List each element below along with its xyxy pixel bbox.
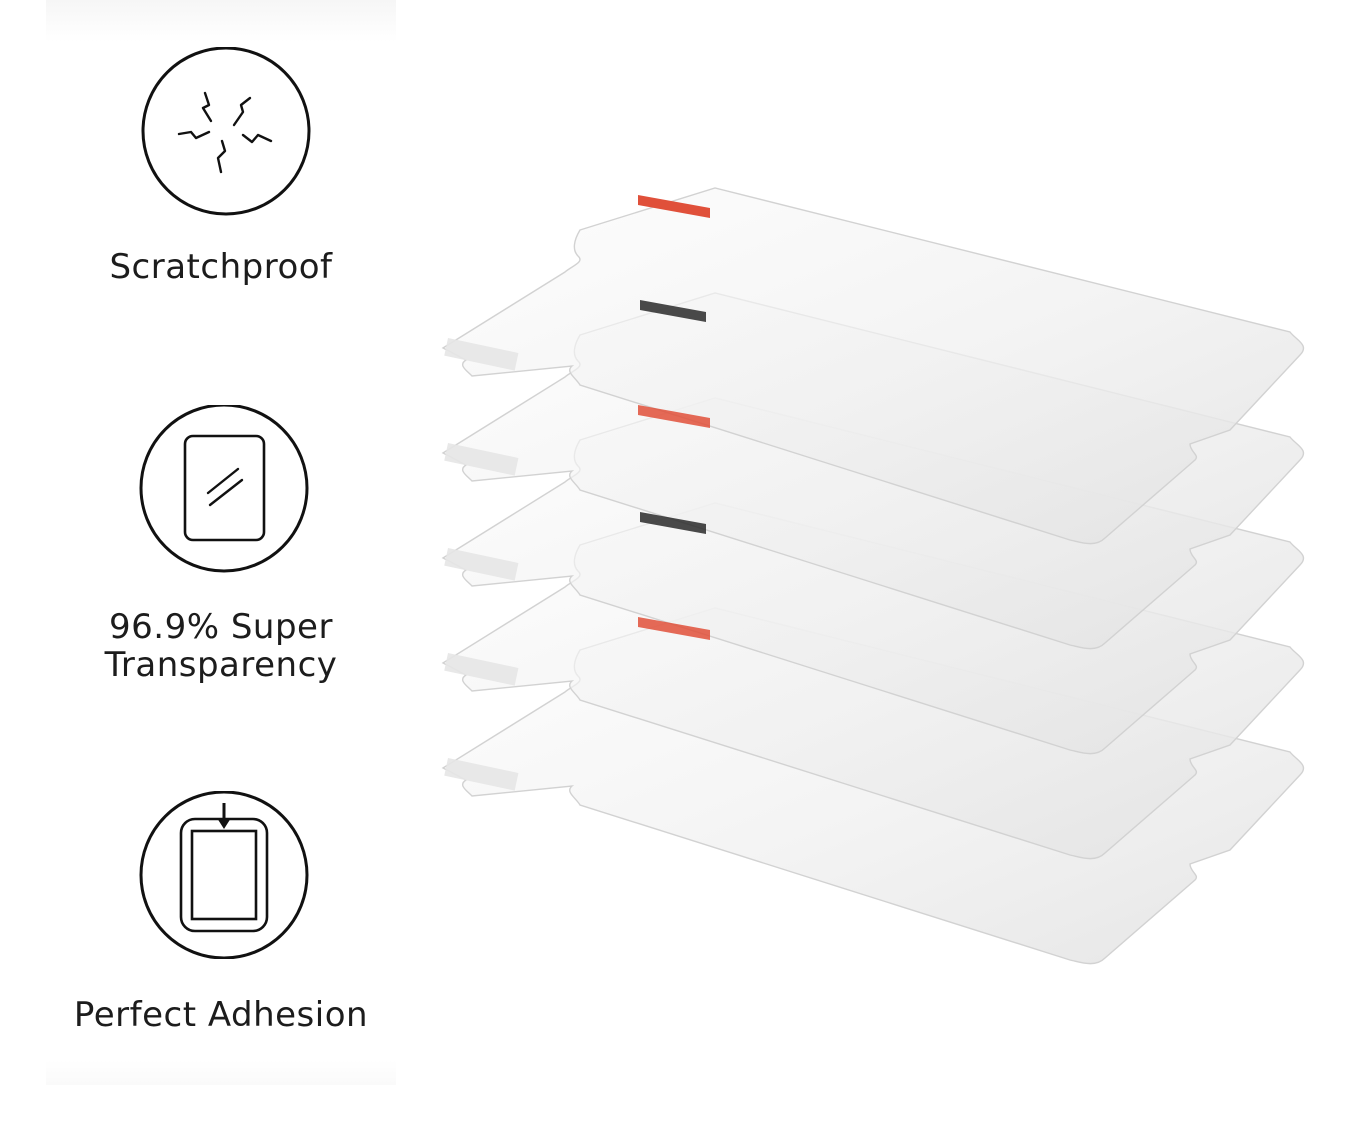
adhesion-icon	[139, 791, 309, 959]
transparency-icon	[139, 405, 309, 573]
feature-label-scratchproof: Scratchproof	[109, 247, 333, 287]
film-tab-dark	[640, 512, 706, 534]
film-sheet	[442, 397, 1305, 755]
film-sheet	[442, 502, 1305, 860]
film-tab-red	[638, 405, 710, 428]
feature-label-adhesion: Perfect Adhesion	[73, 995, 369, 1035]
feature-label-transparency: 96.9% Super Transparency	[104, 607, 338, 685]
features-panel	[46, 0, 396, 1085]
scratchproof-icon	[141, 47, 311, 216]
film-tab-red	[638, 195, 710, 218]
film-sheet	[442, 292, 1305, 650]
film-tab-red	[638, 617, 710, 640]
film-tab-dark	[640, 300, 706, 322]
film-sheet	[442, 607, 1305, 965]
film-sheet	[442, 187, 1305, 545]
